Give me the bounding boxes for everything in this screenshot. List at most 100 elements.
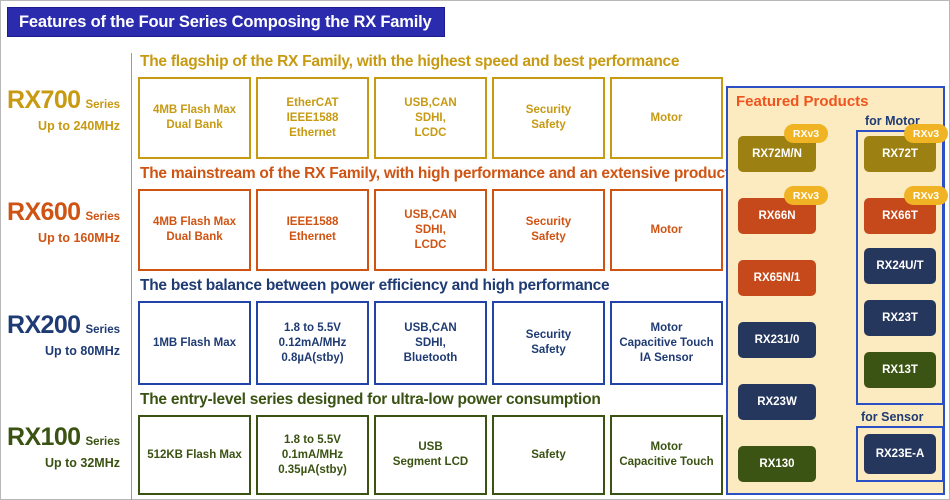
feature-box: Motor xyxy=(610,189,723,271)
feature-box-line: 4MB Flash Max xyxy=(152,104,237,116)
series-row-rx200: RX200 Series Up to 80MHz The best balance b… xyxy=(1,277,723,391)
feature-box: Motor xyxy=(610,77,723,159)
product-chip-rx130[interactable]: RX130 xyxy=(738,446,816,482)
feature-box-line: IEEE1588 xyxy=(286,111,339,124)
feature-box-group: 1MB Flash Max 1.8 to 5.5V 0.12mA/MHz 0.8µA(… xyxy=(138,301,723,385)
feature-box-line: SDHI, xyxy=(415,336,446,349)
feature-box-line: 0.1mA/MHz xyxy=(281,448,344,461)
group-label-for-motor: for Motor xyxy=(865,114,920,128)
series-headline: The mainstream of the RX Family, with hi… xyxy=(140,165,778,182)
series-body: The flagship of the RX Family, with the … xyxy=(135,53,723,165)
product-chip-rx231-0[interactable]: RX231/0 xyxy=(738,322,816,358)
feature-box: USB Segment LCD xyxy=(374,415,487,495)
feature-box-line: SDHI, xyxy=(415,223,446,236)
series-name: RX600 xyxy=(7,197,81,226)
group-box-for-motor xyxy=(856,130,944,405)
feature-box-line: LCDC xyxy=(414,126,447,139)
feature-box: 1.8 to 5.5V 0.12mA/MHz 0.8µA(stby) xyxy=(256,301,369,385)
series-name: RX700 xyxy=(7,85,81,114)
feature-box-line: 1.8 to 5.5V xyxy=(284,321,341,334)
feature-box-line: Safety xyxy=(531,119,566,131)
series-word: Series xyxy=(85,323,120,336)
feature-box-line: EtherCAT xyxy=(286,96,339,109)
series-word: Series xyxy=(85,210,120,223)
feature-box-line: Dual Bank xyxy=(166,231,223,243)
feature-box: Safety xyxy=(492,415,605,495)
series-name: RX200 xyxy=(7,310,81,339)
product-chip-rx23e-a[interactable]: RX23E-A xyxy=(864,434,936,474)
feature-box: 512KB Flash Max xyxy=(138,415,251,495)
series-frequency: Up to 160MHz xyxy=(38,230,120,245)
feature-box-line: Safety xyxy=(531,448,566,461)
feature-box-line: USB,CAN xyxy=(404,208,457,221)
featured-products-title: Featured Products xyxy=(736,93,869,110)
feature-box-line: IA Sensor xyxy=(639,351,694,364)
series-word: Series xyxy=(85,435,120,448)
rxv3-badge: RXv3 xyxy=(904,186,948,205)
feature-box-line: Ethernet xyxy=(289,231,336,243)
feature-box-line: Motor xyxy=(650,321,683,334)
feature-box-line: IEEE1588 xyxy=(286,216,339,228)
feature-box: USB,CAN SDHI, LCDC xyxy=(374,77,487,159)
feature-box-line: 1MB Flash Max xyxy=(152,336,237,349)
feature-box-line: Security xyxy=(525,329,572,341)
series-headline: The best balance between power efficienc… xyxy=(140,277,610,294)
feature-box-line: 4MB Flash Max xyxy=(152,216,237,228)
page-title-bar: Features of the Four Series Composing th… xyxy=(7,7,445,37)
column-divider xyxy=(131,277,132,391)
feature-box-line: 0.12mA/MHz xyxy=(278,336,347,349)
product-chip-rx23w[interactable]: RX23W xyxy=(738,384,816,420)
series-body: The mainstream of the RX Family, with hi… xyxy=(135,165,778,277)
feature-box-line: Bluetooth xyxy=(403,351,458,364)
product-chip-rx13t[interactable]: RX13T xyxy=(864,352,936,388)
product-chip-rx23t[interactable]: RX23T xyxy=(864,300,936,336)
product-chip-rx65n-1[interactable]: RX65N/1 xyxy=(738,260,816,296)
feature-box-line: Motor xyxy=(650,441,683,453)
feature-box-line: USB xyxy=(418,441,443,453)
group-box-for-sensor xyxy=(856,426,944,482)
series-frequency: Up to 32MHz xyxy=(45,455,120,470)
feature-box-line: Capacitive Touch xyxy=(619,336,714,349)
feature-box-line: Segment LCD xyxy=(392,456,469,468)
feature-box-line: Security xyxy=(525,216,572,228)
group-label-for-sensor: for Sensor xyxy=(861,410,924,424)
feature-box-line: Motor xyxy=(650,223,683,236)
product-chip-rx24u-t[interactable]: RX24U/T xyxy=(864,248,936,284)
feature-box-line: 512KB Flash Max xyxy=(147,448,242,461)
feature-box: 1MB Flash Max xyxy=(138,301,251,385)
rxv3-badge: RXv3 xyxy=(904,124,948,143)
feature-box-line: Motor xyxy=(650,111,683,124)
featured-products-panel: Featured Products for Motor for Sensor R… xyxy=(726,86,948,495)
feature-box-line: USB,CAN xyxy=(404,96,457,109)
feature-box-line: SDHI, xyxy=(415,111,446,124)
series-body: The best balance between power efficienc… xyxy=(135,277,723,391)
feature-box: USB,CAN SDHI, LCDC xyxy=(374,189,487,271)
series-body: The entry-level series designed for ultr… xyxy=(135,391,723,500)
feature-box-line: 1.8 to 5.5V xyxy=(284,433,341,446)
feature-box-line: 0.8µA(stby) xyxy=(281,351,344,364)
page-title: Features of the Four Series Composing th… xyxy=(19,12,432,31)
series-label-rx600: RX600 Series Up to 160MHz xyxy=(1,165,129,277)
feature-box-line: LCDC xyxy=(414,238,447,251)
series-frequency: Up to 80MHz xyxy=(45,343,120,358)
feature-box-line: Security xyxy=(525,104,572,116)
